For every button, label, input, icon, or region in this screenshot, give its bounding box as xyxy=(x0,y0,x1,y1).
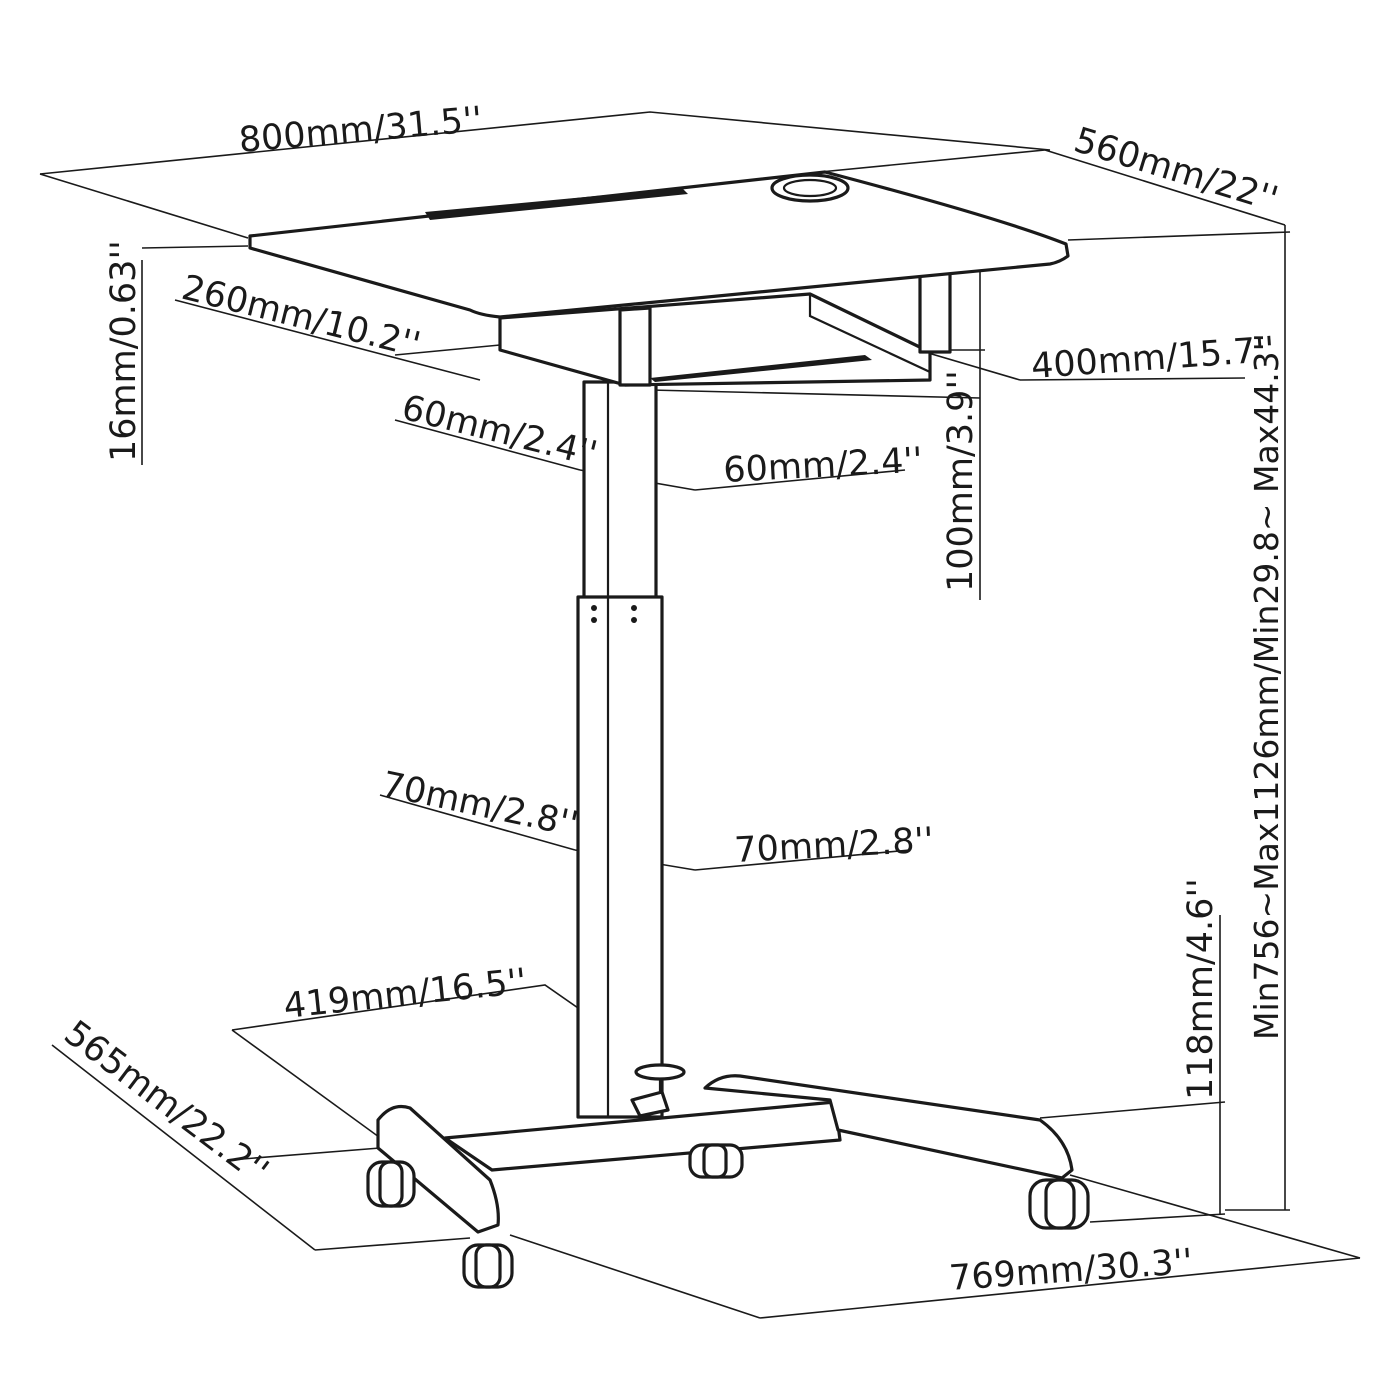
lower-column xyxy=(576,595,664,1119)
dim-top-width: 800mm/31.5'' xyxy=(237,100,484,161)
dim-top-thickness: 16mm/0.63'' xyxy=(104,240,144,462)
dim-base-height: 118mm/4.6'' xyxy=(1181,878,1221,1100)
dim-total-height: Min756~Max1126mm/Min29.8~ Max44.3'' xyxy=(1247,333,1286,1040)
dim-upper-column-depth: 60mm/2.4'' xyxy=(398,388,601,475)
top-width-line xyxy=(39,111,1051,175)
caster-back-left xyxy=(366,1160,416,1208)
dim-lower-column-width: 70mm/2.8'' xyxy=(733,821,934,871)
left-foot xyxy=(376,1104,500,1234)
dim-top-depth: 560mm/22'' xyxy=(1069,120,1282,220)
dimension-lines xyxy=(39,111,1361,1319)
right-foot xyxy=(703,1074,1074,1180)
dim-base-inner: 419mm/16.5'' xyxy=(282,962,529,1027)
dim-base-depth: 565mm/22.2'' xyxy=(57,1013,276,1192)
caster-front-right xyxy=(1028,1178,1090,1230)
desktop-slot xyxy=(425,188,688,220)
caster-back-right xyxy=(688,1143,744,1179)
dim-upper-column-width: 60mm/2.4'' xyxy=(722,441,923,491)
dim-tray-height: 100mm/3.9'' xyxy=(941,370,981,592)
dim-base-width: 769mm/30.3'' xyxy=(948,1242,1194,1299)
base-crossbar xyxy=(443,1100,842,1172)
desk-illustration xyxy=(248,170,1090,1289)
caster-front-left xyxy=(462,1243,514,1289)
dim-lower-column-depth: 70mm/2.8'' xyxy=(378,765,581,846)
height-pedal xyxy=(630,1063,686,1118)
tray-slot xyxy=(650,355,872,382)
upper-column xyxy=(582,380,658,604)
